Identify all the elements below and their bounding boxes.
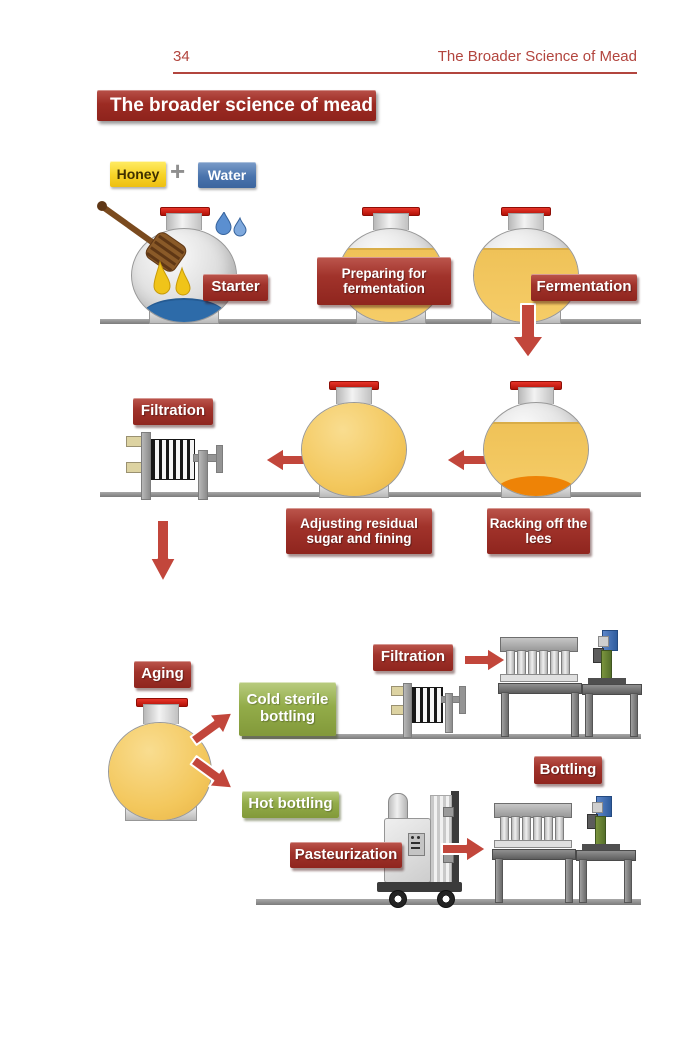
table-leg <box>571 692 579 737</box>
arrow-up-right-icon <box>189 711 234 746</box>
racking-tank <box>483 381 589 499</box>
panel-switches <box>411 842 420 851</box>
table-leg <box>565 858 573 903</box>
capper-base <box>582 844 620 850</box>
bottle-pin <box>500 816 509 842</box>
filter-post <box>141 432 151 500</box>
capper-column <box>601 650 612 680</box>
stage-label-preparing: Preparing for fermentation <box>317 257 451 305</box>
table-leg <box>624 859 632 903</box>
stage-label-pasteurization: Pasteurization <box>290 842 402 868</box>
panel-light <box>417 836 420 839</box>
honey-chip: Honey <box>110 161 166 187</box>
cart-wheel <box>437 890 455 908</box>
cart-base <box>377 882 462 892</box>
stage-label-aging: Aging <box>134 661 191 688</box>
arrow-down-right-icon <box>189 755 234 790</box>
bottle-pin <box>550 650 559 676</box>
adjusting-tank <box>301 381 407 499</box>
stage-label-filtration-polish: Filtration <box>373 644 453 671</box>
page-title: The broader science of mead <box>97 90 376 121</box>
arrow-down-icon <box>511 303 545 359</box>
tank-bowl <box>301 402 407 497</box>
tank-neck <box>166 213 202 230</box>
bottle-pin <box>561 650 570 676</box>
tank-neck <box>336 387 372 404</box>
filter-fitting <box>126 436 142 447</box>
table-leg <box>579 859 587 903</box>
filler-tray <box>500 674 578 682</box>
arrow-right-icon <box>463 647 507 673</box>
capper-head <box>598 636 609 647</box>
capper-base <box>588 678 626 684</box>
bottling-machine <box>492 796 636 903</box>
stage-label-cold-sterile: Cold sterile bottling <box>239 682 336 736</box>
bottle-pin <box>528 650 537 676</box>
plate-filter-small <box>391 683 467 738</box>
plate-filter <box>126 430 223 500</box>
lees-sediment <box>496 476 576 496</box>
tank-neck <box>373 213 409 230</box>
filter-plate-stack <box>151 439 195 480</box>
tank-neck <box>143 704 179 724</box>
filter-handle <box>216 445 223 473</box>
page-number: 34 <box>173 48 190 65</box>
frame-bracket <box>443 807 454 817</box>
honey-dipper-icon <box>97 201 191 296</box>
panel-light <box>411 836 414 839</box>
filter-post <box>198 450 208 500</box>
header-rule <box>173 72 637 74</box>
arrow-down-icon <box>149 519 177 583</box>
bottle-pin <box>544 816 553 842</box>
filter-post <box>445 693 453 733</box>
bottle-pin <box>533 816 542 842</box>
stage-label-bottling: Bottling <box>534 756 602 784</box>
bottle-pin <box>539 650 548 676</box>
table-top <box>576 850 636 861</box>
table-leg <box>630 693 638 737</box>
cart-wheel <box>389 890 407 908</box>
arrow-left-icon <box>445 447 488 473</box>
table-top <box>498 683 582 694</box>
aging-tank <box>108 698 212 822</box>
pasteurizer-frame <box>451 791 459 888</box>
water-drops-icon <box>215 212 247 237</box>
stage-label-starter: Starter <box>203 274 268 301</box>
tank-bowl <box>108 722 212 821</box>
tank-neck <box>508 213 544 230</box>
capper-head <box>592 802 603 813</box>
stage-label-filtration-primary: Filtration <box>133 398 213 425</box>
filter-fitting <box>126 462 142 473</box>
capper-column <box>595 816 606 846</box>
table-top <box>492 849 576 860</box>
plus-sign: + <box>170 156 186 186</box>
stage-label-adjusting: Adjusting residual sugar and fining <box>286 508 432 554</box>
table-leg <box>585 693 593 737</box>
stage-label-racking: Racking off the lees <box>487 508 590 554</box>
tank-neck <box>518 387 554 404</box>
filter-handle <box>459 686 466 714</box>
stage-label-fermentation: Fermentation <box>531 274 637 301</box>
bottle-pin <box>506 650 515 676</box>
starter-liquid <box>142 298 226 322</box>
shelf-line-row3 <box>242 734 641 739</box>
stage-label-hot-bottling: Hot bottling <box>242 791 339 818</box>
running-title: The Broader Science of Mead <box>437 48 637 65</box>
tank-bowl <box>483 402 589 497</box>
mead-liquid <box>302 403 406 496</box>
bottle-pin <box>511 816 520 842</box>
table-leg <box>501 692 509 737</box>
filter-plate-stack <box>412 687 443 723</box>
filter-post <box>403 683 412 738</box>
bottle-pin <box>555 816 564 842</box>
water-chip: Water <box>198 162 256 188</box>
bottle-pin <box>517 650 526 676</box>
table-leg <box>495 858 503 903</box>
filler-tray <box>494 840 572 848</box>
arrow-right-icon <box>441 835 487 863</box>
bottling-machine <box>498 630 642 737</box>
bottle-pin <box>522 816 531 842</box>
table-top <box>582 684 642 695</box>
